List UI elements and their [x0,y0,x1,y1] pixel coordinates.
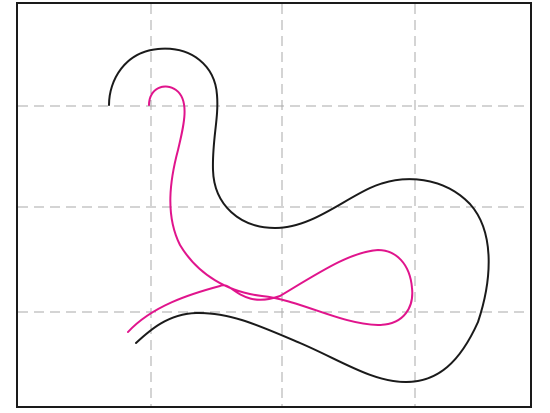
frame-background [17,3,531,407]
